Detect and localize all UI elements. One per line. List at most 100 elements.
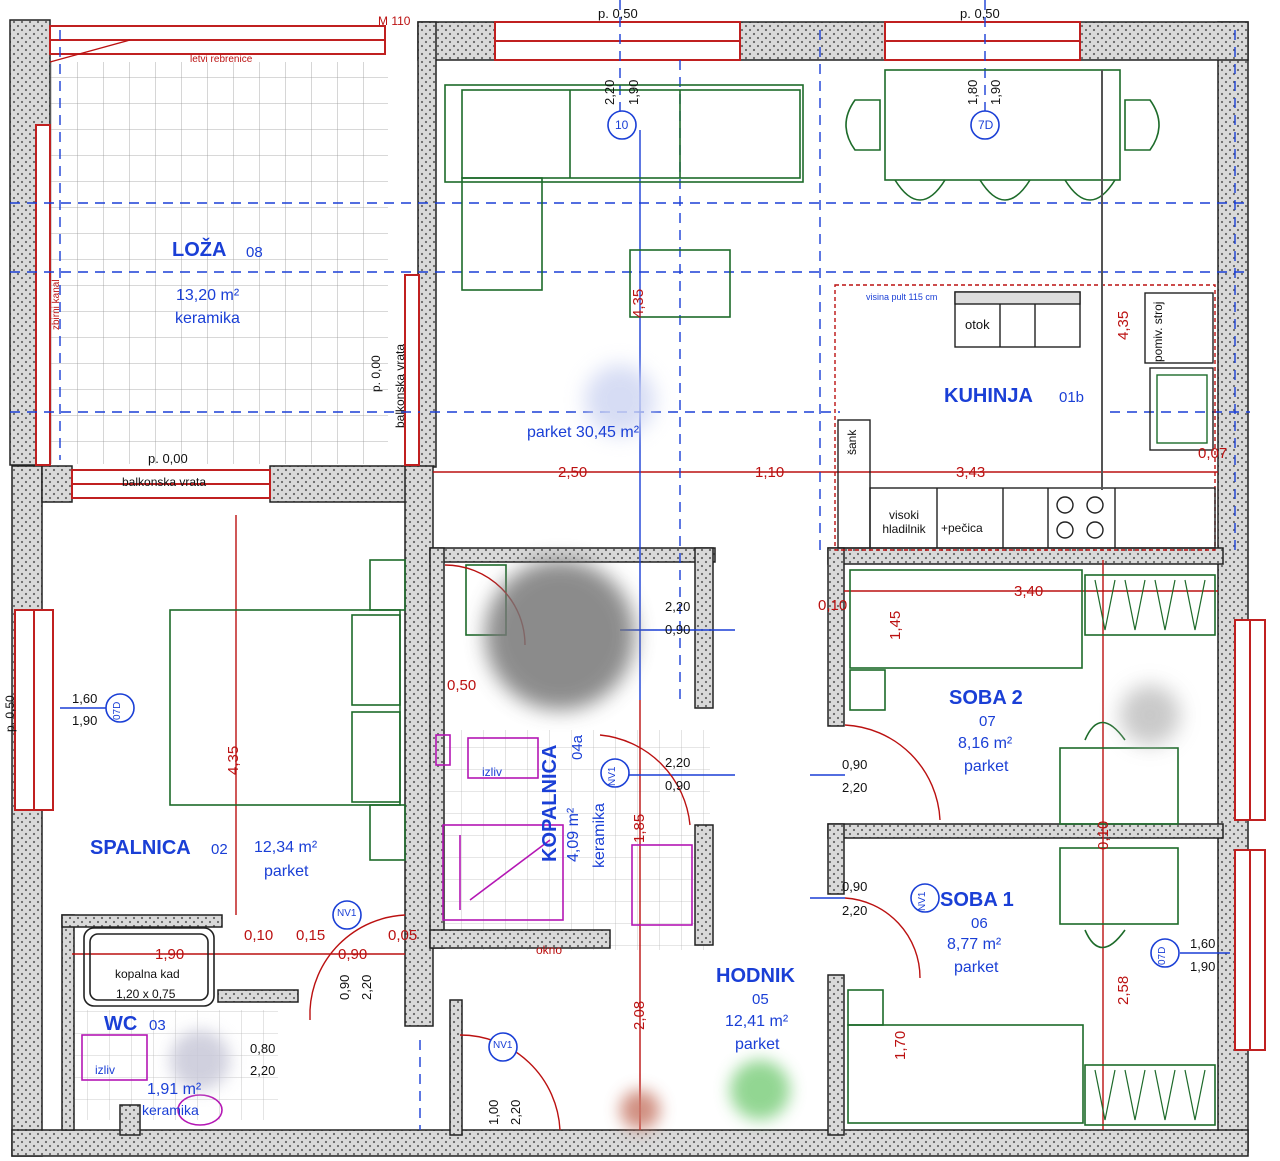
label-balkonska-vrata-vertical: balkonska vrata bbox=[393, 343, 407, 428]
room-material-dnevna: parket 30,45 m² bbox=[527, 424, 640, 441]
room-area-kopalnica: 4,09 m² bbox=[565, 807, 582, 862]
symbol-nv1-soba1: NV1 bbox=[917, 891, 928, 911]
dim-090-e: 0,90 bbox=[338, 946, 368, 963]
label-p050-right: p. 0,50 bbox=[960, 6, 1000, 21]
symbol-07d-left: 07D bbox=[112, 701, 123, 720]
dim-145: 1,45 bbox=[887, 610, 904, 640]
label-sank: šank bbox=[845, 429, 859, 455]
dim-090-c: 0,90 bbox=[842, 757, 868, 772]
dim-435-kitchen: 4,35 bbox=[1115, 310, 1132, 340]
dim-435-living: 4,35 bbox=[630, 288, 647, 318]
dim-100: 1,00 bbox=[486, 1099, 501, 1125]
dim-170: 1,70 bbox=[892, 1030, 909, 1060]
label-p050-left: p. 0,50 bbox=[598, 6, 638, 21]
dim-220-f: 2,20 bbox=[250, 1063, 276, 1078]
room-num-spalnica: 02 bbox=[211, 841, 228, 858]
dim-435-bedroom: 4,35 bbox=[225, 745, 242, 775]
room-area-hodnik: 12,41 m² bbox=[725, 1013, 789, 1030]
label-visoki-hladilnik: visoki hladilnik bbox=[882, 508, 926, 536]
dim-160-left: 1,60 bbox=[72, 691, 98, 706]
label-visina-otok: visina pult 115 cm bbox=[866, 292, 938, 302]
room-name-soba2: SOBA 2 bbox=[949, 687, 1023, 709]
room-area-spalnica: 12,34 m² bbox=[254, 839, 318, 856]
room-num-kuhinja: 01b bbox=[1059, 389, 1085, 406]
windows bbox=[14, 21, 1266, 1051]
dim-190-right: 1,90 bbox=[1190, 959, 1216, 974]
dimension-lines bbox=[49, 39, 1218, 1130]
label-p050-vertical: p. 0,50 bbox=[3, 695, 17, 732]
sanitary bbox=[81, 734, 693, 1126]
dim-220-d: 2,20 bbox=[842, 903, 868, 918]
label-letvi-rebrenice: letvi rebrenice bbox=[190, 54, 253, 65]
label-pecica: +pečica bbox=[941, 521, 983, 535]
room-name-kopalnica: KOPALNICA bbox=[539, 744, 561, 862]
solid-axis-lines bbox=[60, 130, 1230, 954]
label-p000: p. 0,00 bbox=[148, 451, 188, 466]
dim-220-top: 2,20 bbox=[602, 79, 617, 105]
room-name-loza: LOŽA bbox=[172, 239, 227, 261]
bathtub bbox=[83, 927, 215, 1007]
dim-220-e: 2,20 bbox=[359, 974, 374, 1000]
kitchen-units bbox=[834, 70, 1216, 551]
dim-090-b: 0,90 bbox=[665, 778, 691, 793]
dim-010-b: 0,10 bbox=[1095, 820, 1112, 850]
dim-220-c: 2,20 bbox=[842, 780, 868, 795]
room-material-soba1: parket bbox=[954, 959, 999, 976]
room-area-loza: 13,20 m² bbox=[176, 287, 240, 304]
dim-010: 0,10 bbox=[244, 927, 274, 944]
dim-090-d: 0,90 bbox=[842, 879, 868, 894]
symbol-nv1-entrance: NV1 bbox=[493, 1040, 513, 1051]
room-name-soba1: SOBA 1 bbox=[940, 889, 1014, 911]
room-material-loza: keramika bbox=[175, 310, 240, 327]
room-material-wc: keramika bbox=[142, 1102, 199, 1118]
dim-190-left: 1,90 bbox=[72, 713, 98, 728]
room-material-kopalnica: keramika bbox=[591, 803, 608, 868]
label-izliv-wc: izliv bbox=[95, 1063, 115, 1077]
dim-190-wc: 1,90 bbox=[155, 946, 185, 963]
label-pomiv-stroj: pomiv. stroj bbox=[1151, 301, 1165, 362]
dim-110: 1,10 bbox=[755, 464, 785, 481]
dim-340: 3,40 bbox=[1014, 583, 1044, 600]
room-name-spalnica: SPALNICA bbox=[90, 837, 191, 859]
room-num-wc: 03 bbox=[149, 1017, 166, 1034]
room-name-hodnik: HODNIK bbox=[716, 965, 795, 987]
room-area-wc: 1,91 m² bbox=[147, 1081, 202, 1098]
symbols bbox=[105, 110, 1180, 1062]
room-name-kuhinja: KUHINJA bbox=[944, 385, 1033, 407]
dim-220-a: 2,20 bbox=[665, 599, 691, 614]
dim-080: 0,80 bbox=[250, 1041, 276, 1056]
furniture bbox=[169, 69, 1216, 1126]
dim-258: 2,58 bbox=[1115, 975, 1132, 1005]
label-kad-dim: 1,20 x 0,75 bbox=[116, 987, 176, 1001]
loggia-floor bbox=[48, 62, 388, 464]
dim-250: 2,50 bbox=[558, 464, 588, 481]
symbol-10: 10 bbox=[615, 118, 629, 132]
dim-220-g: 2,20 bbox=[508, 1099, 523, 1125]
dim-015: 0,15 bbox=[296, 927, 326, 944]
symbol-7d: 7D bbox=[978, 118, 994, 132]
dim-090-f: 0,90 bbox=[337, 974, 352, 1000]
symbol-nv1-spalnica: NV1 bbox=[337, 908, 357, 919]
room-num-soba1: 06 bbox=[971, 915, 988, 932]
dim-220-b: 2,20 bbox=[665, 755, 691, 770]
room-material-hodnik: parket bbox=[735, 1036, 780, 1053]
symbol-07d-right: 07D bbox=[1157, 946, 1168, 965]
label-zbirni-kanal: zbirni kanal bbox=[51, 279, 62, 330]
label-m110: M 110 bbox=[378, 14, 411, 28]
dim-343: 3,43 bbox=[956, 464, 986, 481]
wardrobe-hatch bbox=[1094, 579, 1206, 1121]
room-material-spalnica: parket bbox=[264, 863, 309, 880]
dim-160-right: 1,60 bbox=[1190, 936, 1216, 951]
label-balkonska-vrata: balkonska vrata bbox=[122, 475, 207, 489]
bathroom-floor bbox=[440, 730, 710, 950]
label-kopalna-kad: kopalna kad bbox=[115, 967, 180, 981]
symbol-nv1-bath: NV1 bbox=[607, 766, 618, 786]
room-num-soba2: 07 bbox=[979, 713, 996, 730]
dim-010-c: 0,10 bbox=[818, 597, 848, 614]
dim-005: 0,05 bbox=[388, 927, 418, 944]
room-area-soba1: 8,77 m² bbox=[947, 936, 1002, 953]
room-name-wc: WC bbox=[104, 1013, 138, 1035]
dim-090-a: 0,90 bbox=[665, 622, 691, 637]
room-material-soba2: parket bbox=[964, 758, 1009, 775]
